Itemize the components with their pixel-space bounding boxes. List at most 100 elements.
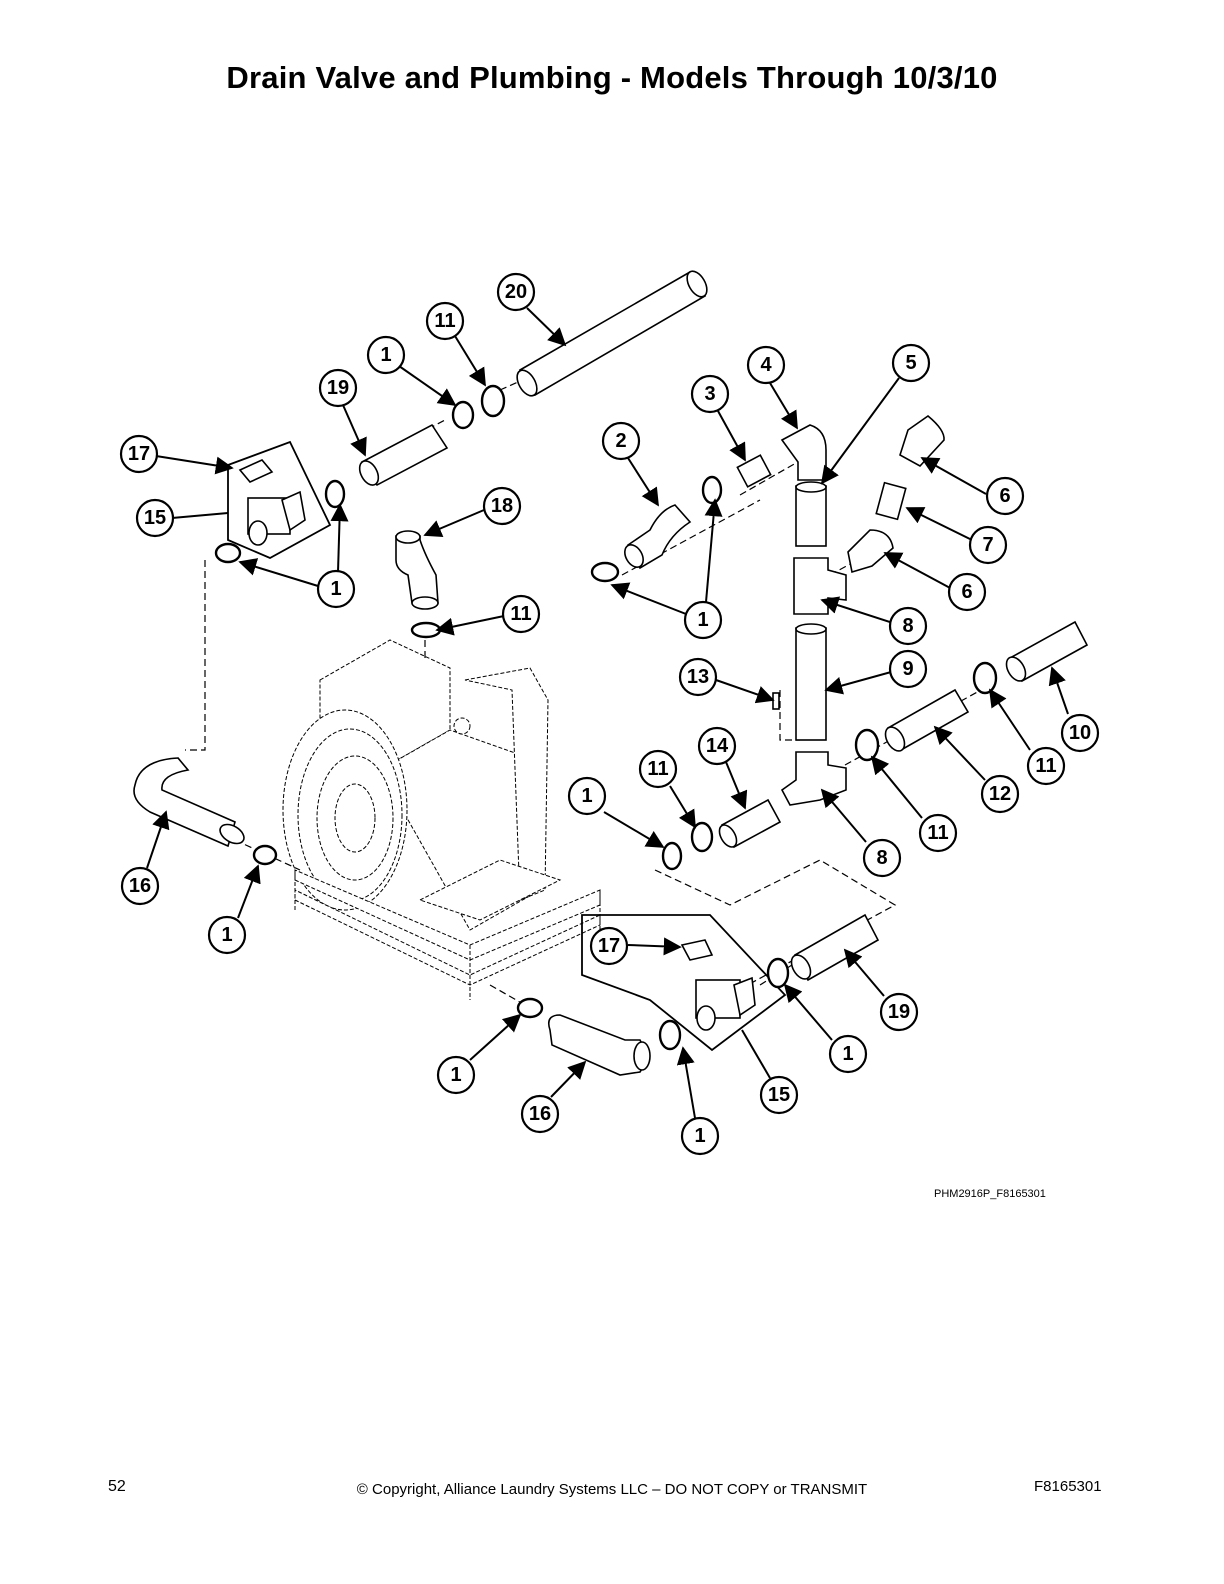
callout-9: 9 <box>888 649 928 689</box>
callout-1: 1 <box>366 335 406 375</box>
svg-text:1: 1 <box>694 1125 705 1147</box>
svg-text:2: 2 <box>615 430 626 452</box>
washer-machine-body <box>282 639 601 1000</box>
callout-19: 19 <box>879 992 919 1032</box>
callout-10: 10 <box>1060 713 1100 753</box>
svg-text:11: 11 <box>510 603 531 625</box>
svg-text:17: 17 <box>598 935 620 957</box>
callout-11: 11 <box>638 749 678 789</box>
callout-16: 16 <box>520 1094 560 1134</box>
bent-hose-left <box>133 757 245 848</box>
callout-1: 1 <box>207 915 247 955</box>
drain-valve-lower <box>581 914 787 1052</box>
callout-19: 19 <box>318 368 358 408</box>
svg-text:1: 1 <box>221 924 232 946</box>
callout-4: 4 <box>746 345 786 385</box>
callout-15: 15 <box>759 1075 799 1115</box>
plumbing-parts <box>133 270 1089 1076</box>
offset-coupling <box>624 504 692 570</box>
svg-text:6: 6 <box>999 485 1010 507</box>
vertical-pipe-short <box>795 485 827 547</box>
svg-text:8: 8 <box>902 615 913 637</box>
svg-text:16: 16 <box>129 875 151 897</box>
page-title: Drain Valve and Plumbing - Models Throug… <box>226 60 998 95</box>
offset-elbow <box>395 530 439 610</box>
callout-2: 2 <box>601 421 641 461</box>
svg-text:15: 15 <box>144 507 166 529</box>
callout-6: 6 <box>985 476 1025 516</box>
drawing-id: PHM2916P_F8165301 <box>934 1188 1046 1200</box>
short-hose-lower <box>790 913 880 982</box>
svg-text:6: 6 <box>961 581 972 603</box>
callout-17: 17 <box>589 926 629 966</box>
svg-text:7: 7 <box>982 534 993 556</box>
hose-short-right <box>1005 620 1089 683</box>
callout-20: 20 <box>496 272 536 312</box>
leader-lines <box>146 307 1069 1119</box>
callout-17: 17 <box>119 434 159 474</box>
callout-1: 1 <box>316 569 356 609</box>
callout-18: 18 <box>482 486 522 526</box>
callout-11: 11 <box>501 594 541 634</box>
callout-6: 6 <box>947 572 987 612</box>
callout-13: 13 <box>678 657 718 697</box>
document-number: F8165301 <box>1034 1478 1102 1495</box>
elbow-45-lower <box>847 529 894 574</box>
svg-text:1: 1 <box>330 578 341 600</box>
callout-14: 14 <box>697 726 737 766</box>
callout-11: 11 <box>425 301 465 341</box>
svg-text:3: 3 <box>704 383 715 405</box>
svg-text:11: 11 <box>927 822 948 844</box>
hose-clamps <box>214 384 998 1051</box>
callout-5: 5 <box>891 343 931 383</box>
svg-text:5: 5 <box>905 352 916 374</box>
copyright-notice: © Copyright, Alliance Laundry Systems LL… <box>356 1481 868 1498</box>
svg-text:19: 19 <box>327 377 349 399</box>
svg-text:9: 9 <box>902 658 913 680</box>
callout-8: 8 <box>862 838 902 878</box>
svg-text:1: 1 <box>380 344 391 366</box>
svg-text:4: 4 <box>760 354 772 376</box>
callout-7: 7 <box>968 525 1008 565</box>
bent-hose-bottom <box>547 1014 651 1076</box>
svg-text:15: 15 <box>768 1084 790 1106</box>
callout-1: 1 <box>828 1034 868 1074</box>
svg-text:20: 20 <box>505 281 527 303</box>
svg-text:8: 8 <box>876 847 887 869</box>
svg-text:12: 12 <box>989 783 1011 805</box>
callout-11: 11 <box>918 813 958 853</box>
coupling-small <box>875 481 907 521</box>
callout-1: 1 <box>683 600 723 640</box>
callout-12: 12 <box>980 774 1020 814</box>
svg-text:1: 1 <box>581 785 592 807</box>
svg-text:19: 19 <box>888 1001 910 1023</box>
svg-text:11: 11 <box>434 310 455 332</box>
svg-text:1: 1 <box>842 1043 853 1065</box>
barb-fitting <box>772 692 780 710</box>
svg-text:1: 1 <box>697 609 708 631</box>
ninety-degree-elbow <box>780 424 827 481</box>
svg-text:18: 18 <box>491 495 513 517</box>
drain-valve-upper <box>227 440 332 560</box>
long-drain-hose <box>516 270 708 397</box>
tee-fitting-lower <box>780 751 847 806</box>
svg-text:11: 11 <box>647 758 668 780</box>
svg-text:10: 10 <box>1069 722 1091 744</box>
vertical-pipe-long <box>795 627 827 741</box>
svg-text:11: 11 <box>1035 755 1056 777</box>
tee-fitting-upper <box>793 557 847 615</box>
callout-16: 16 <box>120 866 160 906</box>
short-hose-upper <box>358 423 449 487</box>
callout-15: 15 <box>135 498 175 538</box>
hose-medium <box>884 688 970 752</box>
page-number: 52 <box>108 1478 126 1495</box>
callouts: 20 11 1 19 17 15 1 18 11 2 3 4 5 6 7 6 1… <box>119 272 1100 1156</box>
svg-text:13: 13 <box>687 666 709 688</box>
svg-text:16: 16 <box>529 1103 551 1125</box>
callout-1: 1 <box>436 1055 476 1095</box>
callout-11: 11 <box>1026 746 1066 786</box>
short-coupling <box>736 454 772 488</box>
callout-1: 1 <box>680 1116 720 1156</box>
coupling-hose <box>718 798 782 849</box>
